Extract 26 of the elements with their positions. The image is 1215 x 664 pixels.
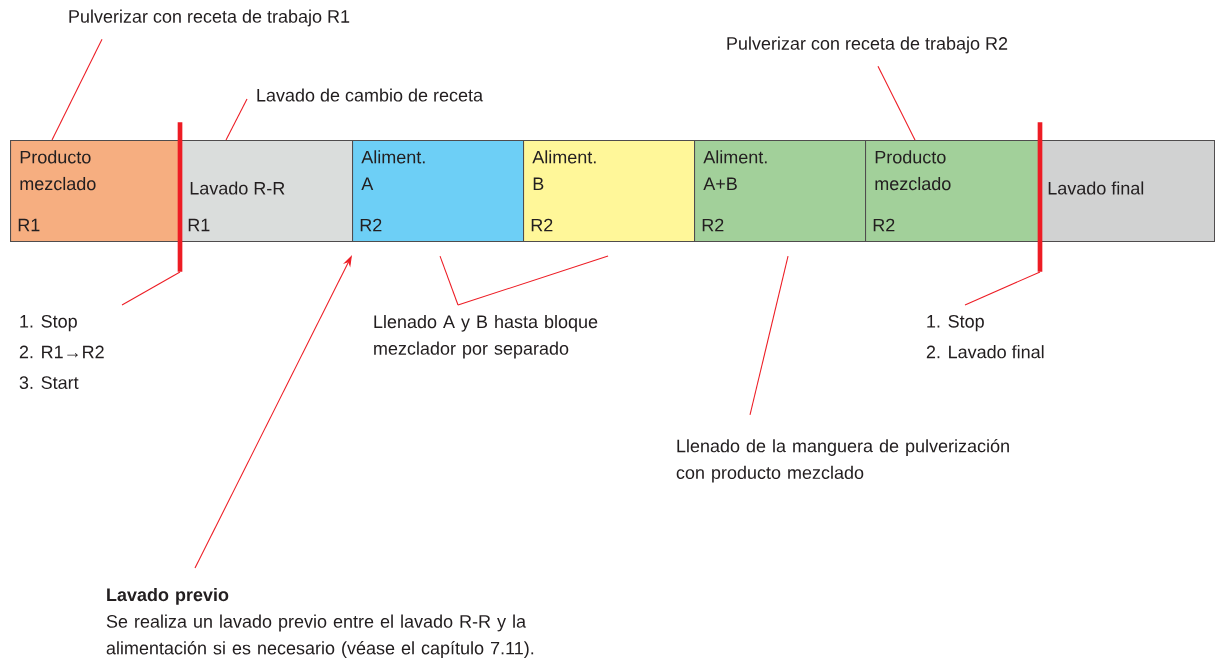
leader-line	[121, 271, 181, 306]
marker-bar	[1037, 122, 1043, 272]
arrow	[194, 255, 352, 569]
segment-box: Producto mezclado R2	[865, 140, 1040, 243]
leader-line	[749, 255, 789, 416]
callout-text: Lavado de cambio de receta	[257, 88, 484, 102]
segment-box: Aliment. B R2	[523, 140, 696, 243]
leader-line	[877, 65, 916, 141]
segment-box: Lavado R-R R1	[180, 140, 354, 243]
leader-line	[457, 255, 609, 306]
callout-text: Llenado de la manguera de pulverización con producto mezclado	[676, 438, 1009, 483]
callout-text: Llenado A y B hasta bloque mezclador por separado	[374, 314, 598, 359]
callout-text: 1. Stop 2. Lavado final	[926, 314, 1044, 359]
callout-text: Pulverizar con receta de trabajo R1	[69, 9, 350, 27]
segment-box: Producto mezclado R1	[10, 140, 182, 243]
segment-box: Aliment. A+B R2	[694, 140, 867, 243]
callout-text: Lavado previo Se realiza un lavado previo entre el lavado R-R y la alimentación si es necesario (véase el capítulo 7.11).	[106, 587, 534, 659]
leader-line	[439, 255, 459, 306]
leader-line	[225, 98, 248, 141]
callout-text: 1. Stop 2. R1→R2 3. Start	[19, 314, 104, 389]
marker-bar	[177, 122, 183, 272]
segment-box: Lavado final	[1038, 140, 1215, 243]
leader-line	[51, 38, 103, 141]
leader-line	[964, 271, 1041, 306]
segment-box: Aliment. A R2	[352, 140, 525, 243]
callout-text: Pulverizar con receta de trabajo R2	[727, 36, 1008, 54]
